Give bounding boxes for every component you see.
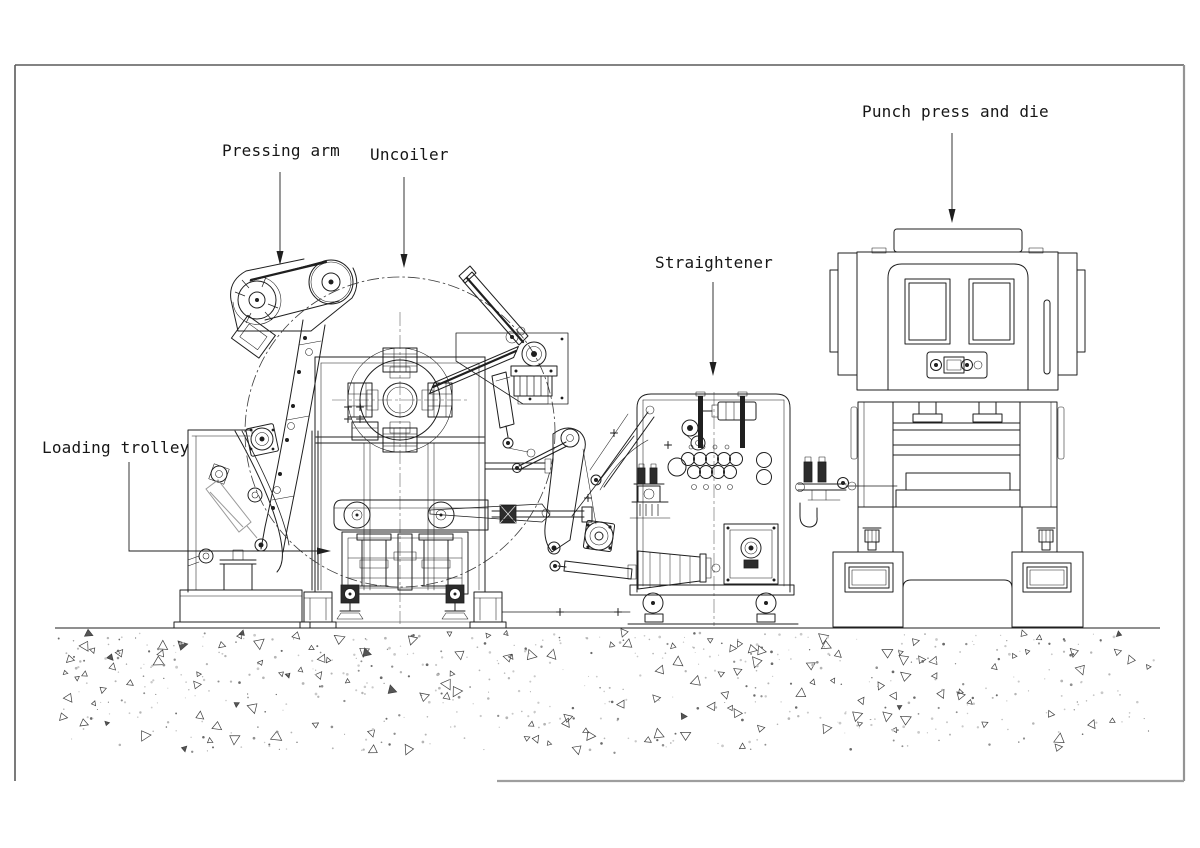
press-window-right [968,278,1015,345]
sheet-border [14,64,1186,783]
annotations: Pressing arm Uncoiler Loading trolley St… [42,102,1049,555]
label-straightener: Straightener [655,253,773,272]
uncoiler-machine [244,265,631,624]
exit-guide-stand [795,456,898,528]
straightener-rollers [667,444,772,490]
pedestal-left [299,591,337,629]
bolster-plate [895,489,1021,508]
straightener-machine [589,391,799,626]
press-window-left [904,278,951,345]
arrow-punch-press [948,133,956,223]
arm-bracket [230,314,276,359]
ground [55,627,1160,756]
uncoiler-hydraulic-cylinder [491,371,536,458]
pressing-arm-machine [230,258,358,553]
arrow-uncoiler [400,177,408,268]
ground-hatch-texture [57,628,1155,756]
pedestal-right [469,591,507,629]
label-uncoiler: Uncoiler [370,145,449,164]
loading-trolley-machine [173,423,319,629]
arrow-straightener [709,282,717,376]
label-punch-press: Punch press and die [862,102,1049,121]
die-set [905,472,1011,491]
label-pressing-arm: Pressing arm [222,141,340,160]
uncoiler-side-panel [455,332,569,405]
uncoiler-mandrel [347,347,453,453]
arrow-loading-trolley [128,462,331,555]
trolley-hydraulic-cylinder [205,479,258,539]
press-control-panel [926,351,988,379]
punch-press-machine [829,228,1086,628]
uncoiler-snubber-arm [429,265,558,394]
label-loading-trolley: Loading trolley [42,438,190,457]
arrow-pressing-arm [276,172,284,265]
transfer-bellcrank [429,427,637,580]
